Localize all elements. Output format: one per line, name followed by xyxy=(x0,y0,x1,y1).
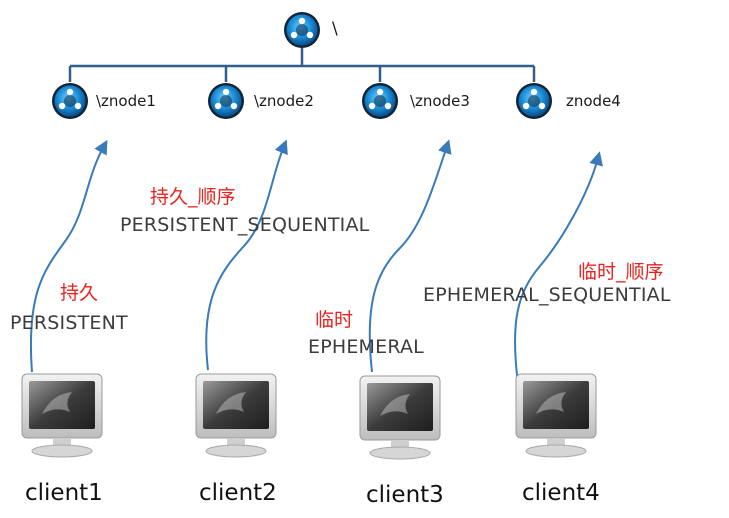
root-znode-icon xyxy=(284,12,320,48)
mode-persistent-cn: 持久 xyxy=(60,282,99,304)
client4-label: client4 xyxy=(522,480,600,506)
arrow-client3-znode3 xyxy=(368,139,452,373)
client4-monitor-icon xyxy=(515,373,597,458)
root-label: \ xyxy=(332,19,338,39)
znode3-label: \znode3 xyxy=(410,92,470,110)
znode4-label: znode4 xyxy=(566,92,621,110)
client2-label: client2 xyxy=(199,480,277,506)
mode-ephemeral-sequential-cn: 临时_顺序 xyxy=(578,261,664,283)
znode1-icon xyxy=(52,83,88,119)
client1-monitor-icon xyxy=(21,373,103,458)
znode3-icon xyxy=(362,83,398,119)
mode-persistent-en: PERSISTENT xyxy=(10,312,128,334)
client3-label: client3 xyxy=(366,482,444,508)
mode-persistent-sequential-en: PERSISTENT_SEQUENTIAL xyxy=(120,214,370,236)
mode-ephemeral-cn: 临时 xyxy=(315,309,354,331)
client3-monitor-icon xyxy=(359,375,441,460)
arrow-client2-znode2 xyxy=(205,139,288,371)
znode2-icon xyxy=(208,83,244,119)
mode-ephemeral-sequential-en: EPHEMERAL_SEQUENTIAL xyxy=(423,284,671,306)
znode2-label: \znode2 xyxy=(254,92,314,110)
znode4-icon xyxy=(516,83,552,119)
mode-ephemeral-en: EPHEMERAL xyxy=(308,336,424,358)
znode1-label: \znode1 xyxy=(96,92,156,110)
client2-monitor-icon xyxy=(195,373,277,458)
arrow-client1-znode1 xyxy=(29,139,108,373)
mode-persistent-sequential-cn: 持久_顺序 xyxy=(150,186,236,208)
arrow-client4-znode4 xyxy=(513,151,603,385)
client1-label: client1 xyxy=(25,480,103,506)
